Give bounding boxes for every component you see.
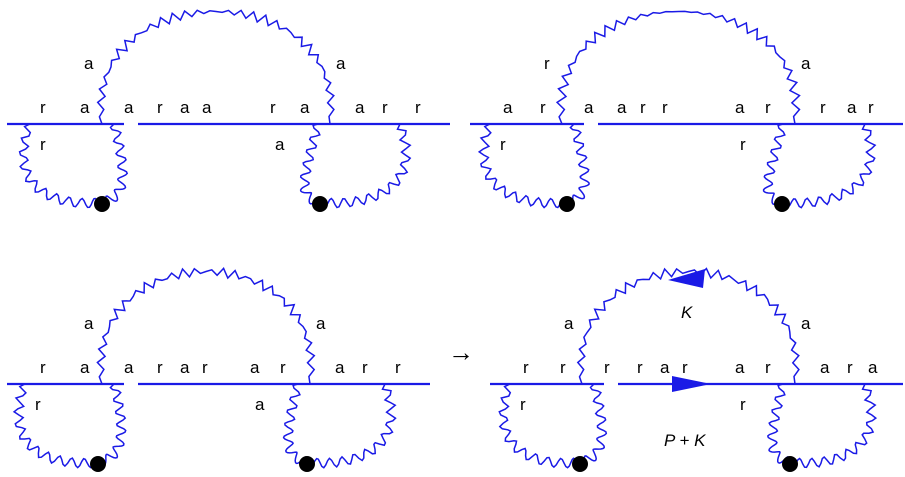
thermal-dot — [774, 196, 790, 212]
thermal-dot — [94, 196, 110, 212]
lower-photon-loop-left — [498, 383, 608, 469]
momentum-arrows — [668, 269, 711, 392]
keldysh-index-label: a — [335, 358, 345, 377]
thermal-dot — [90, 456, 106, 472]
lower-photon-loop-left — [12, 383, 127, 469]
thermal-dot — [572, 456, 588, 472]
keldysh-index-label: r — [637, 358, 643, 377]
lower-photon-loop-left — [477, 123, 590, 209]
line-gap — [604, 382, 618, 386]
keldysh-index-label: a — [564, 314, 574, 333]
keldysh-index-label: r — [157, 358, 163, 377]
keldysh-index-label: a — [316, 314, 326, 333]
keldysh-index-label: r — [662, 98, 668, 117]
implies-arrow: → — [448, 337, 474, 367]
line-gap — [584, 122, 598, 126]
keldysh-index-label: a — [820, 358, 830, 377]
keldysh-index-label: a — [336, 54, 346, 73]
keldysh-index-label: r — [682, 358, 688, 377]
keldysh-index-label: r — [765, 358, 771, 377]
keldysh-index-label: r — [640, 98, 646, 117]
keldysh-index-label: r — [382, 98, 388, 117]
upper-photon-loop — [555, 10, 801, 125]
keldysh-index-label: a — [617, 98, 627, 117]
keldysh-index-label: a — [180, 358, 190, 377]
lower-photon-loop-right — [766, 383, 878, 469]
keldysh-index-label: a — [250, 358, 260, 377]
keldysh-index-label: r — [544, 54, 550, 73]
keldysh-index-label: a — [355, 98, 365, 117]
upper-photon-loop — [96, 267, 316, 385]
upper-photon-loop — [96, 9, 335, 125]
keldysh-index-label: r — [500, 135, 506, 154]
keldysh-index-label: r — [362, 358, 368, 377]
keldysh-index-label: r — [740, 135, 746, 154]
keldysh-index-label: a — [503, 98, 513, 117]
keldysh-index-label: a — [735, 98, 745, 117]
thermal-dot — [312, 196, 328, 212]
keldysh-index-label: a — [584, 98, 594, 117]
loop-momentum-arrow — [668, 269, 705, 288]
keldysh-index-label: r — [560, 358, 566, 377]
keldysh-index-label: a — [180, 98, 190, 117]
upper-photon-loop — [576, 267, 800, 385]
keldysh-index-label: a — [735, 358, 745, 377]
keldysh-index-label: r — [868, 98, 874, 117]
keldysh-index-label: a — [124, 358, 134, 377]
keldysh-index-label: r — [202, 358, 208, 377]
line-momentum-arrow — [672, 376, 711, 392]
line-gap — [124, 382, 138, 386]
keldysh-index-label: r — [540, 98, 546, 117]
keldysh-index-label: a — [660, 358, 670, 377]
keldysh-index-label: a — [84, 54, 94, 73]
keldysh-index-label: r — [40, 135, 46, 154]
lower-photon-loop-right — [762, 123, 877, 209]
keldysh-index-label: a — [202, 98, 212, 117]
keldysh-index-label: r — [395, 358, 401, 377]
lower-photon-loop-left — [18, 123, 129, 209]
keldysh-index-label: r — [520, 395, 526, 414]
keldysh-index-label: a — [847, 98, 857, 117]
keldysh-index-label: a — [275, 135, 285, 154]
keldysh-index-label: a — [801, 54, 811, 73]
keldysh-index-label: r — [40, 358, 46, 377]
keldysh-index-label: r — [604, 358, 610, 377]
keldysh-index-label: a — [300, 98, 310, 117]
thermal-dot — [782, 456, 798, 472]
line-gap — [124, 122, 138, 126]
keldysh-index-label: a — [80, 98, 90, 117]
keldysh-index-label: r — [740, 395, 746, 414]
keldysh-index-label: a — [124, 98, 134, 117]
keldysh-index-label: r — [35, 395, 41, 414]
keldysh-index-label: r — [765, 98, 771, 117]
thermal-dot — [299, 456, 315, 472]
lower-photon-loop-right — [299, 123, 412, 209]
keldysh-index-label: a — [868, 358, 878, 377]
keldysh-index-label: r — [157, 98, 163, 117]
keldysh-index-label: a — [801, 314, 811, 333]
thermal-dot — [559, 196, 575, 212]
keldysh-index-label: r — [280, 358, 286, 377]
keldysh-index-label: r — [523, 358, 529, 377]
keldysh-index-label: r — [415, 98, 421, 117]
keldysh-index-label: a — [80, 358, 90, 377]
keldysh-index-label: a — [84, 314, 94, 333]
line-momentum-label: P + K — [664, 431, 706, 450]
keldysh-index-label: r — [270, 98, 276, 117]
keldysh-index-label: r — [847, 358, 853, 377]
keldysh-index-label: r — [40, 98, 46, 117]
keldysh-index-label: a — [255, 395, 265, 414]
keldysh-index-label: r — [820, 98, 826, 117]
loop-momentum-label: K — [681, 303, 693, 322]
lower-photon-loop-right — [282, 383, 397, 469]
